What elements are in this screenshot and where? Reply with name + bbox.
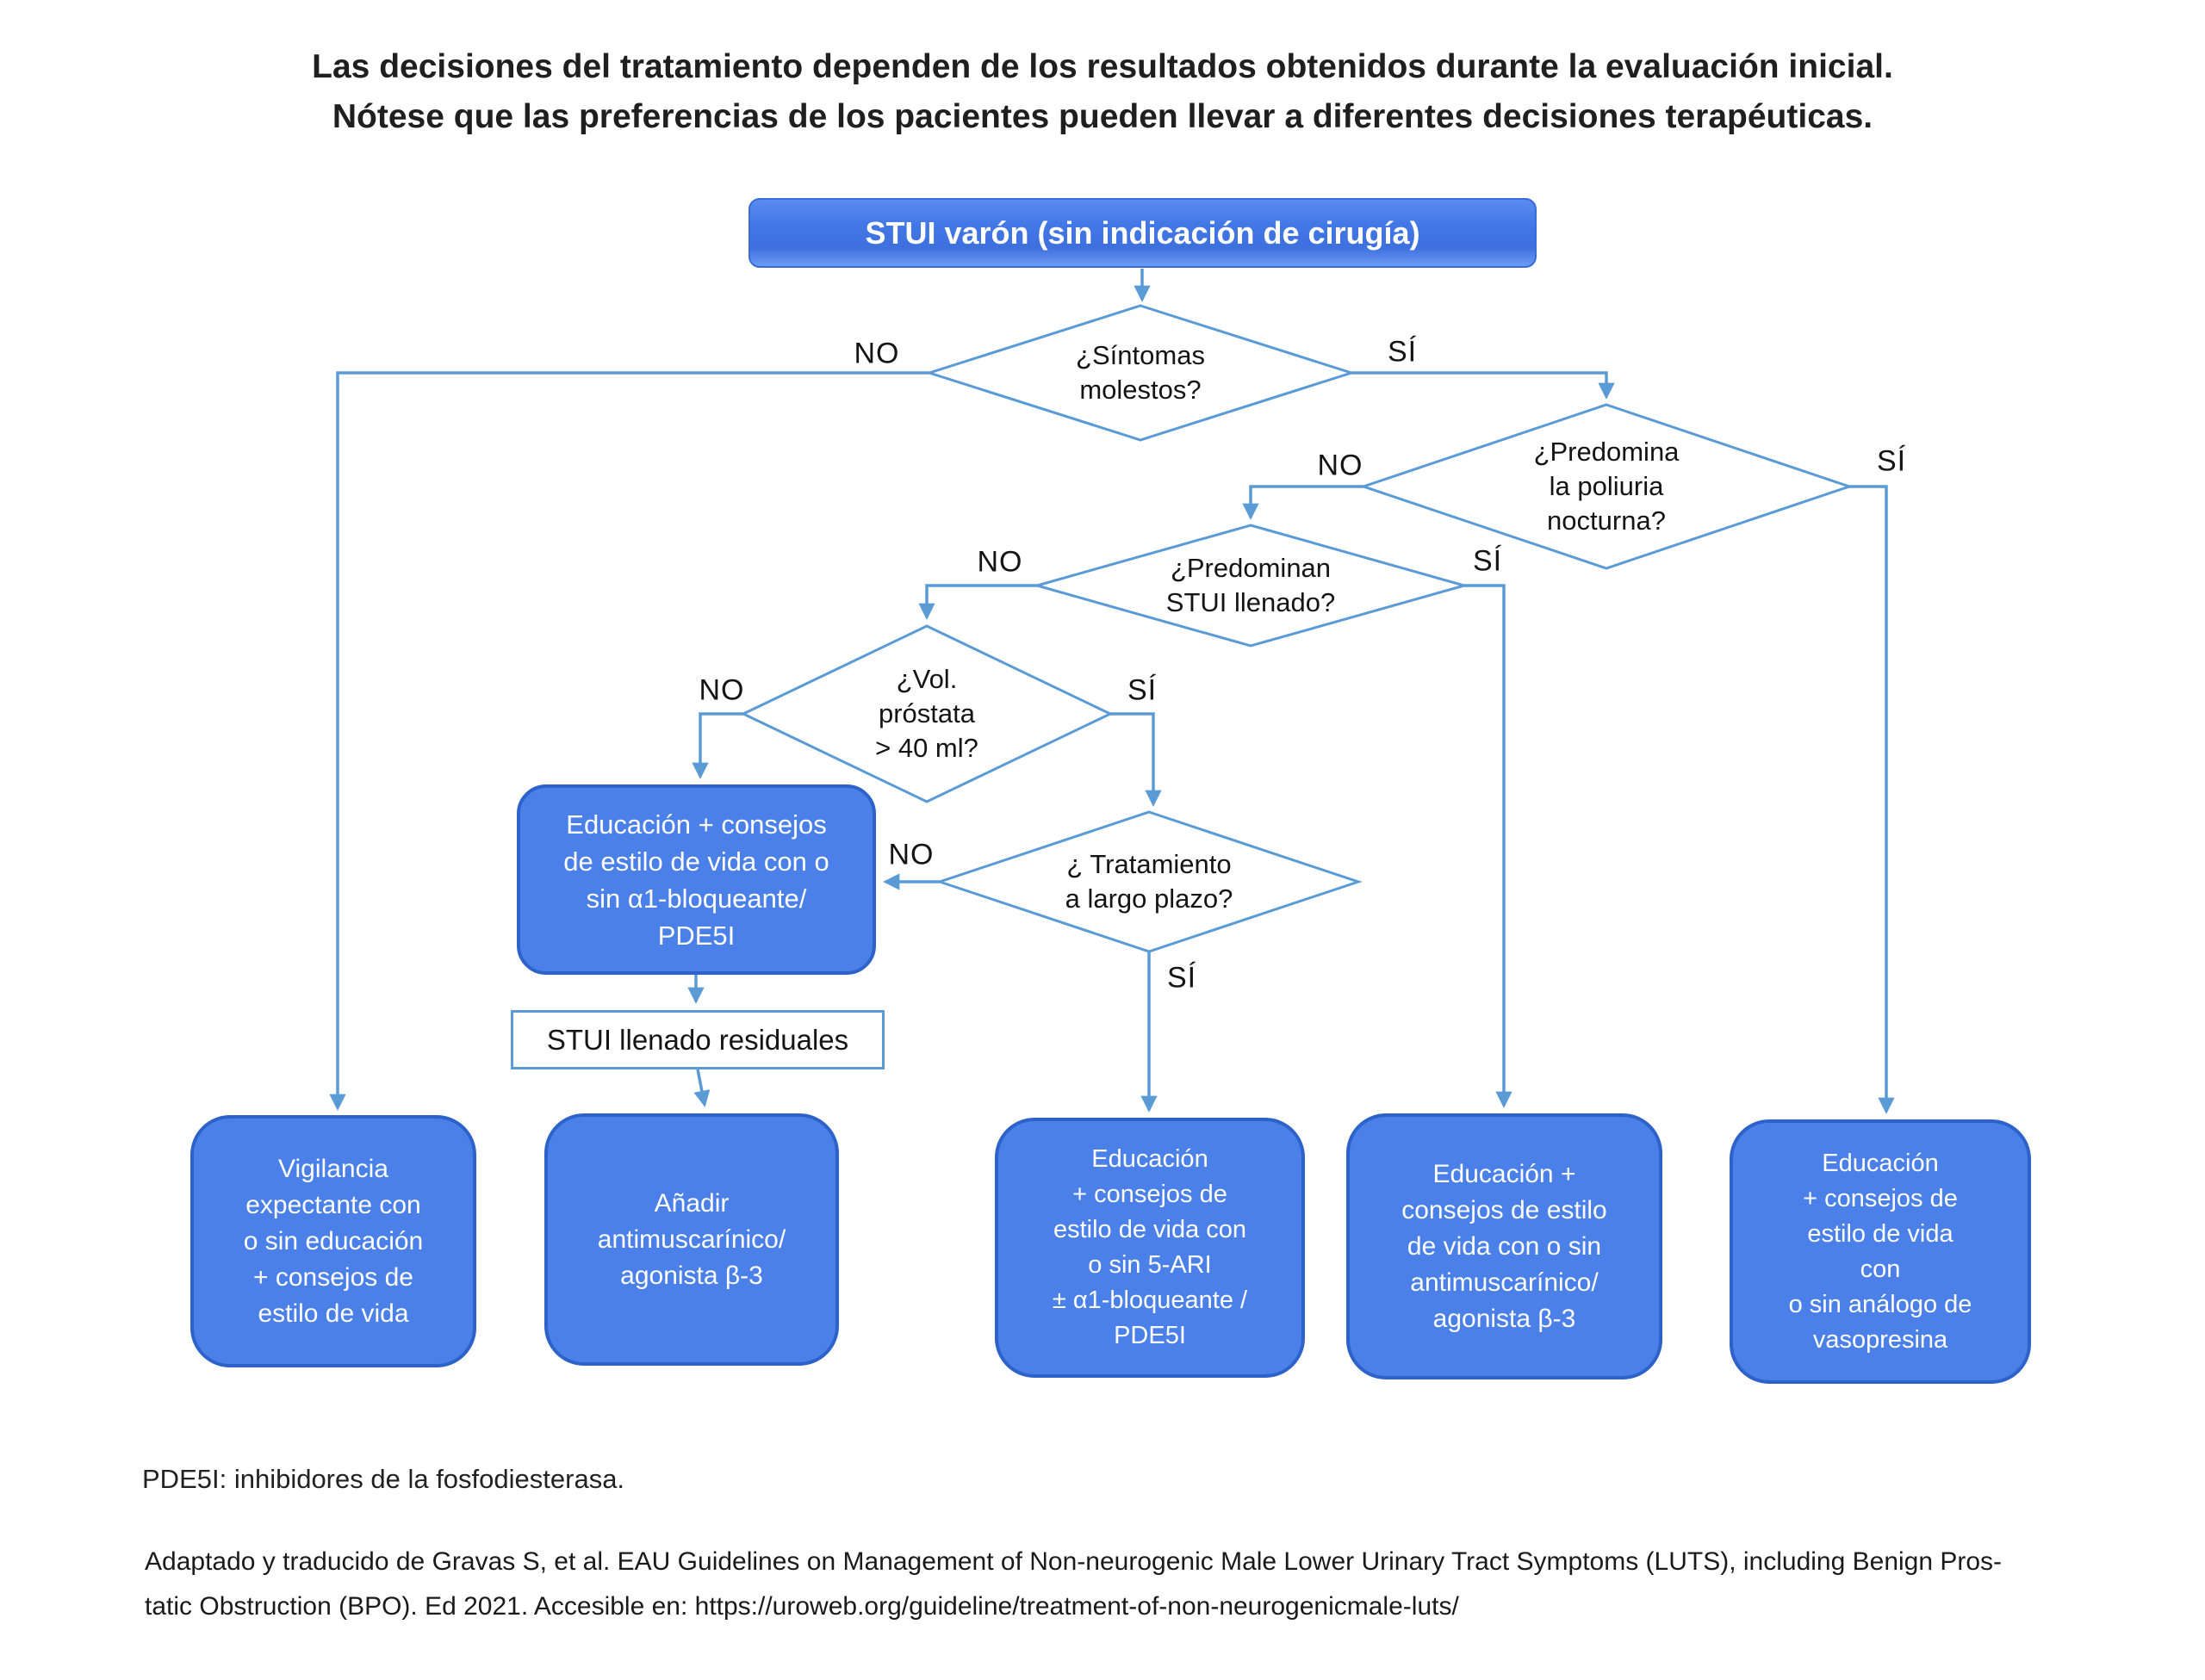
decision-sintomas-shape: [925, 304, 1356, 442]
diagram-title-line1: Las decisiones del tratamiento dependen …: [312, 48, 1893, 85]
node-educacion-alfa-bloqueante: Educación + consejos de estilo de vida c…: [517, 784, 876, 975]
connector-poliuria-no-to-llenado: [1242, 485, 1363, 520]
outcome-vigilancia-expectante: Vigilancia expectante con o sin educació…: [190, 1115, 476, 1367]
footer-citation: Adaptado y traducido de Gravas S, et al.…: [145, 1547, 2003, 1621]
branch-label-llenado-no: NO: [977, 545, 1023, 579]
start-node-label: STUI varón (sin indicación de cirugía): [865, 214, 1420, 251]
connector-llenado-no-to-volumen: [918, 584, 1037, 620]
decision-volumen-shape: [740, 624, 1114, 803]
diagram-title-line2: Nótese que las preferencias de los pacie…: [332, 98, 1873, 135]
decision-llenado-label: ¿Predominan STUI llenado?: [1165, 553, 1336, 617]
connector-volumen-no-to-educacion: [692, 712, 743, 779]
outcome-educacion-5ari: Educación + consejos de estilo de vida c…: [995, 1118, 1305, 1378]
branch-label-sintomas-no: NO: [854, 337, 900, 370]
outcome-anadir-antimuscarinico: Añadir antimuscarínico/ agonista β-3: [544, 1113, 839, 1366]
connector-residuales-to-anadir: [693, 1069, 711, 1107]
branch-label-tratamiento-no: NO: [888, 838, 935, 871]
decision-poliuria-label: ¿Predomina la poliuria nocturna?: [1533, 437, 1680, 536]
decision-tratamiento-label: ¿ Tratamiento a largo plazo?: [1065, 849, 1233, 914]
outcome-educacion-antimuscarinico: Educación + consejos de estilo de vida c…: [1346, 1113, 1662, 1379]
node-stui-llenado-residuales: STUI llenado residuales: [511, 1010, 885, 1069]
branch-label-poliuria-si: SÍ: [1876, 444, 1907, 478]
decision-llenado-shape: [1032, 524, 1469, 648]
outcome-educacion-vasopresina: Educación + consejos de estilo de vida c…: [1730, 1119, 2031, 1384]
footer-abbreviation-note: PDE5I: inhibidores de la fosfodiesterasa…: [142, 1464, 625, 1494]
connector-llenado-si-to-antimuscarinico: [1464, 584, 1512, 1108]
connector-sintomas-no-to-vigilancia: [329, 371, 929, 1111]
branch-label-llenado-si: SÍ: [1472, 544, 1503, 578]
connector-poliuria-si-to-vasopresina: [1849, 485, 1895, 1114]
branch-label-poliuria-no: NO: [1317, 449, 1363, 482]
connector-volumen-si-to-tratamiento: [1110, 712, 1162, 807]
start-node: STUI varón (sin indicación de cirugía): [748, 198, 1537, 268]
branch-label-sintomas-si: SÍ: [1387, 335, 1418, 369]
decision-sintomas-label: ¿Síntomas molestos?: [1076, 340, 1205, 405]
connector-sintomas-si-to-poliuria: [1351, 371, 1615, 400]
decision-poliuria-shape: [1359, 403, 1854, 570]
decision-volumen-label: ¿Vol. próstata > 40 ml?: [875, 664, 978, 763]
node-stui-llenado-residuales-label: STUI llenado residuales: [546, 1023, 849, 1056]
decision-tratamiento-shape: [935, 810, 1363, 953]
branch-label-tratamiento-si: SÍ: [1166, 961, 1197, 995]
branch-label-volumen-no: NO: [699, 673, 745, 707]
branch-label-volumen-si: SÍ: [1127, 673, 1158, 707]
